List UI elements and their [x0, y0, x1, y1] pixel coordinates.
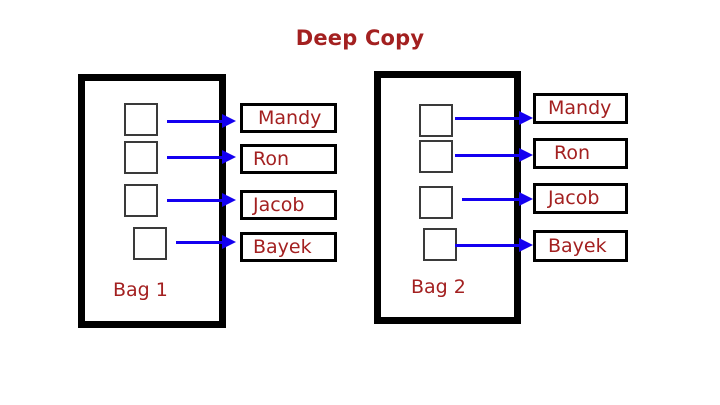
bag-1-slot-2-square: [124, 141, 158, 174]
bag-1-name-box-1: Mandy: [240, 103, 337, 133]
bag-2-slot-2-arrow: [455, 148, 533, 162]
bag-2-slot-3-square: [419, 186, 453, 219]
bag-2-label: Bag 2: [411, 276, 466, 298]
bag-1-slot-3-arrow: [167, 193, 236, 207]
bag-2-name-box-3: Jacob: [533, 183, 628, 214]
bag-1-slot-4-arrow: [176, 235, 236, 249]
bag-2-slot-3-arrow: [462, 192, 533, 206]
bag-2-name-box-2: Ron: [533, 138, 628, 169]
bag-1-slot-4-square: [133, 227, 167, 260]
bag-1-slot-2-arrow: [167, 150, 236, 164]
bag-1-slot-1-arrow: [167, 114, 236, 128]
bag-1-label: Bag 1: [113, 279, 168, 301]
bag-2-slot-1-square: [419, 104, 453, 137]
bag-2-slot-4-arrow: [455, 238, 533, 252]
bag-2-slot-4-square: [423, 228, 457, 261]
bag-2-name-box-1: Mandy: [533, 93, 628, 124]
bag-1-name-box-3: Jacob: [240, 190, 337, 220]
bag-1-slot-3-square: [124, 184, 158, 217]
bag-1-name-box-2: Ron: [240, 144, 337, 174]
bag-2-name-box-4: Bayek: [533, 230, 628, 262]
diagram-title: Deep Copy: [295, 26, 425, 50]
bag-1-name-box-4: Bayek: [240, 232, 337, 262]
bag-2-slot-2-square: [419, 140, 453, 173]
bag-2-slot-1-arrow: [455, 111, 533, 125]
bag-1-slot-1-square: [124, 103, 158, 136]
